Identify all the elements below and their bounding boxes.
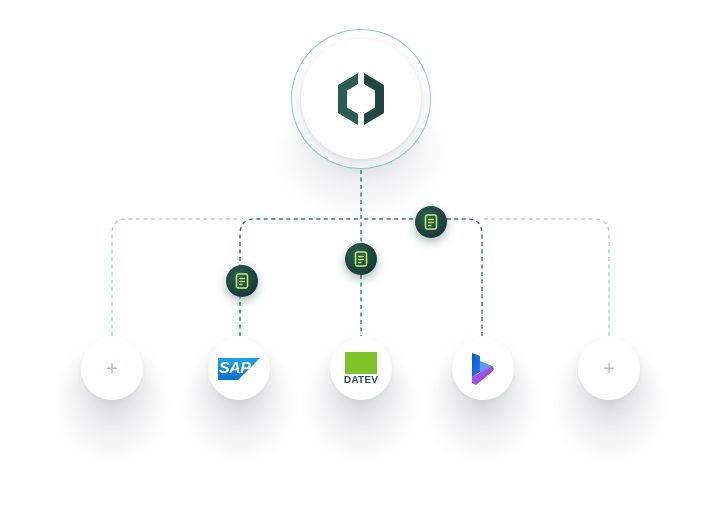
connector-sap xyxy=(239,218,361,336)
document-icon xyxy=(424,214,438,230)
hub-node[interactable] xyxy=(301,39,421,159)
datev-wordmark: DATEV xyxy=(343,375,379,386)
dynamics-logo xyxy=(472,353,494,385)
document-badge[interactable] xyxy=(345,243,377,275)
connector-add-right xyxy=(482,218,610,336)
datev-logo: DATEV xyxy=(344,352,378,386)
plus-icon: + xyxy=(603,358,615,380)
sap-wordmark: SAP xyxy=(219,360,251,377)
add-integration-left[interactable]: + xyxy=(81,338,143,400)
document-icon xyxy=(235,273,249,289)
document-badge[interactable] xyxy=(226,265,258,297)
dynamics-node[interactable] xyxy=(452,338,514,400)
hexagon-bracket-logo xyxy=(338,73,384,125)
document-icon xyxy=(354,251,368,267)
add-integration-right[interactable]: + xyxy=(578,338,640,400)
connector-dynamics xyxy=(361,218,483,336)
document-badge[interactable] xyxy=(415,206,447,238)
plus-icon: + xyxy=(106,358,118,380)
sap-logo: SAP xyxy=(218,358,260,380)
datev-node[interactable]: DATEV xyxy=(330,338,392,400)
connector-add-left xyxy=(111,218,241,336)
sap-node[interactable]: SAP xyxy=(208,338,270,400)
datev-square xyxy=(345,352,377,374)
